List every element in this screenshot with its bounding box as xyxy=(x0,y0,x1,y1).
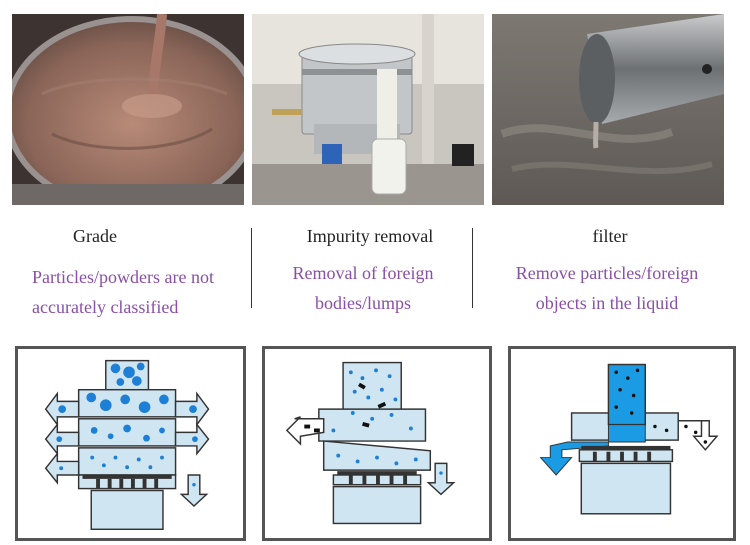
description-line: objects in the liquid xyxy=(535,293,679,313)
column-title-filter: filter xyxy=(592,226,628,246)
impurity-removal-diagram-icon xyxy=(285,361,456,525)
photo-liquid-outlet-pipe xyxy=(492,14,724,205)
column-description-impurity-removal: Removal of foreign bodies/lumps xyxy=(284,258,442,318)
liquid-outlet-pipe-photo-icon xyxy=(492,14,724,205)
vibrating-sieve-machine-photo-icon xyxy=(252,14,484,205)
column-title-grade: Grade xyxy=(73,226,117,246)
liquid-filter-diagram-icon xyxy=(539,363,719,515)
description-line: accurately classified xyxy=(32,297,179,317)
diagram-impurity-removal xyxy=(262,346,492,541)
column-description-filter: Remove particles/foreign objects in the … xyxy=(504,258,710,318)
photo-slurry-tank xyxy=(12,14,244,205)
column-title-impurity-removal: Impurity removal xyxy=(306,226,434,246)
column-description-grade: Particles/powders are not accurately cla… xyxy=(32,262,214,322)
column-divider xyxy=(251,228,252,308)
description-line: bodies/lumps xyxy=(314,293,411,313)
column-divider xyxy=(472,228,473,308)
diagram-liquid-filter xyxy=(508,346,736,541)
description-line: Remove particles/foreign xyxy=(515,263,699,283)
description-line: Removal of foreign xyxy=(292,263,434,283)
grading-sieve-diagram-icon xyxy=(44,359,210,531)
description-line: Particles/powders are not xyxy=(32,267,214,287)
photo-vibrating-sieve-machine xyxy=(252,14,484,205)
slurry-tank-photo-icon xyxy=(12,14,244,205)
diagram-grading-sieve xyxy=(15,346,246,541)
